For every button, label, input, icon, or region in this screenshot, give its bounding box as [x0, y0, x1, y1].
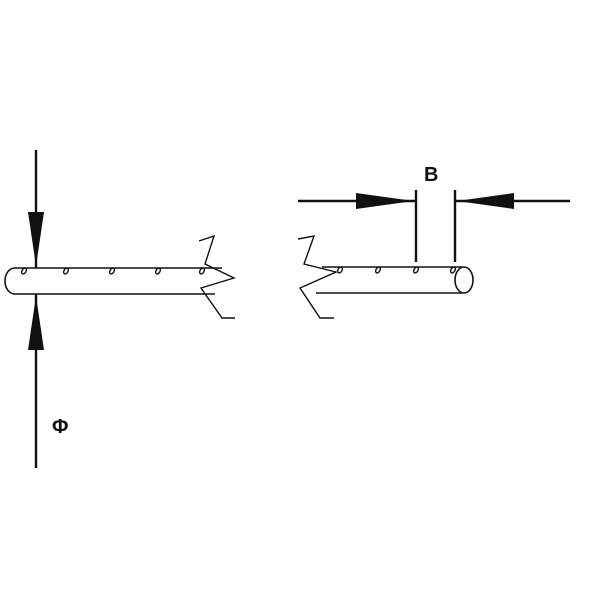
pipe-hole	[20, 267, 28, 275]
pipe-hole	[412, 266, 420, 274]
spacing-label: B	[424, 164, 438, 186]
diameter-label: Φ	[52, 416, 68, 438]
right-pipe-holes	[336, 266, 457, 274]
left-pipe-segment	[4, 234, 236, 319]
diameter-dimension: Φ	[28, 150, 68, 468]
diameter-arrow-up	[28, 296, 44, 350]
pipe-hole	[154, 267, 162, 275]
left-pipe-end-cap	[4, 267, 15, 295]
spacing-arrow-right	[356, 193, 414, 209]
left-break-line	[198, 234, 236, 319]
diameter-arrow-down	[28, 212, 44, 266]
spacing-arrow-left	[457, 193, 514, 209]
pipe-hole	[62, 267, 70, 275]
right-pipe-segment	[297, 235, 474, 319]
right-pipe-end-cap	[454, 266, 474, 294]
right-break-line	[297, 235, 339, 319]
pipe-hole	[336, 266, 344, 274]
pipe-hole	[198, 267, 206, 275]
pipe-hole	[108, 267, 116, 275]
pipe-hole	[374, 266, 382, 274]
pipe-hole	[449, 266, 457, 274]
spacing-dimension: B	[298, 164, 570, 262]
left-pipe-holes	[20, 267, 206, 275]
